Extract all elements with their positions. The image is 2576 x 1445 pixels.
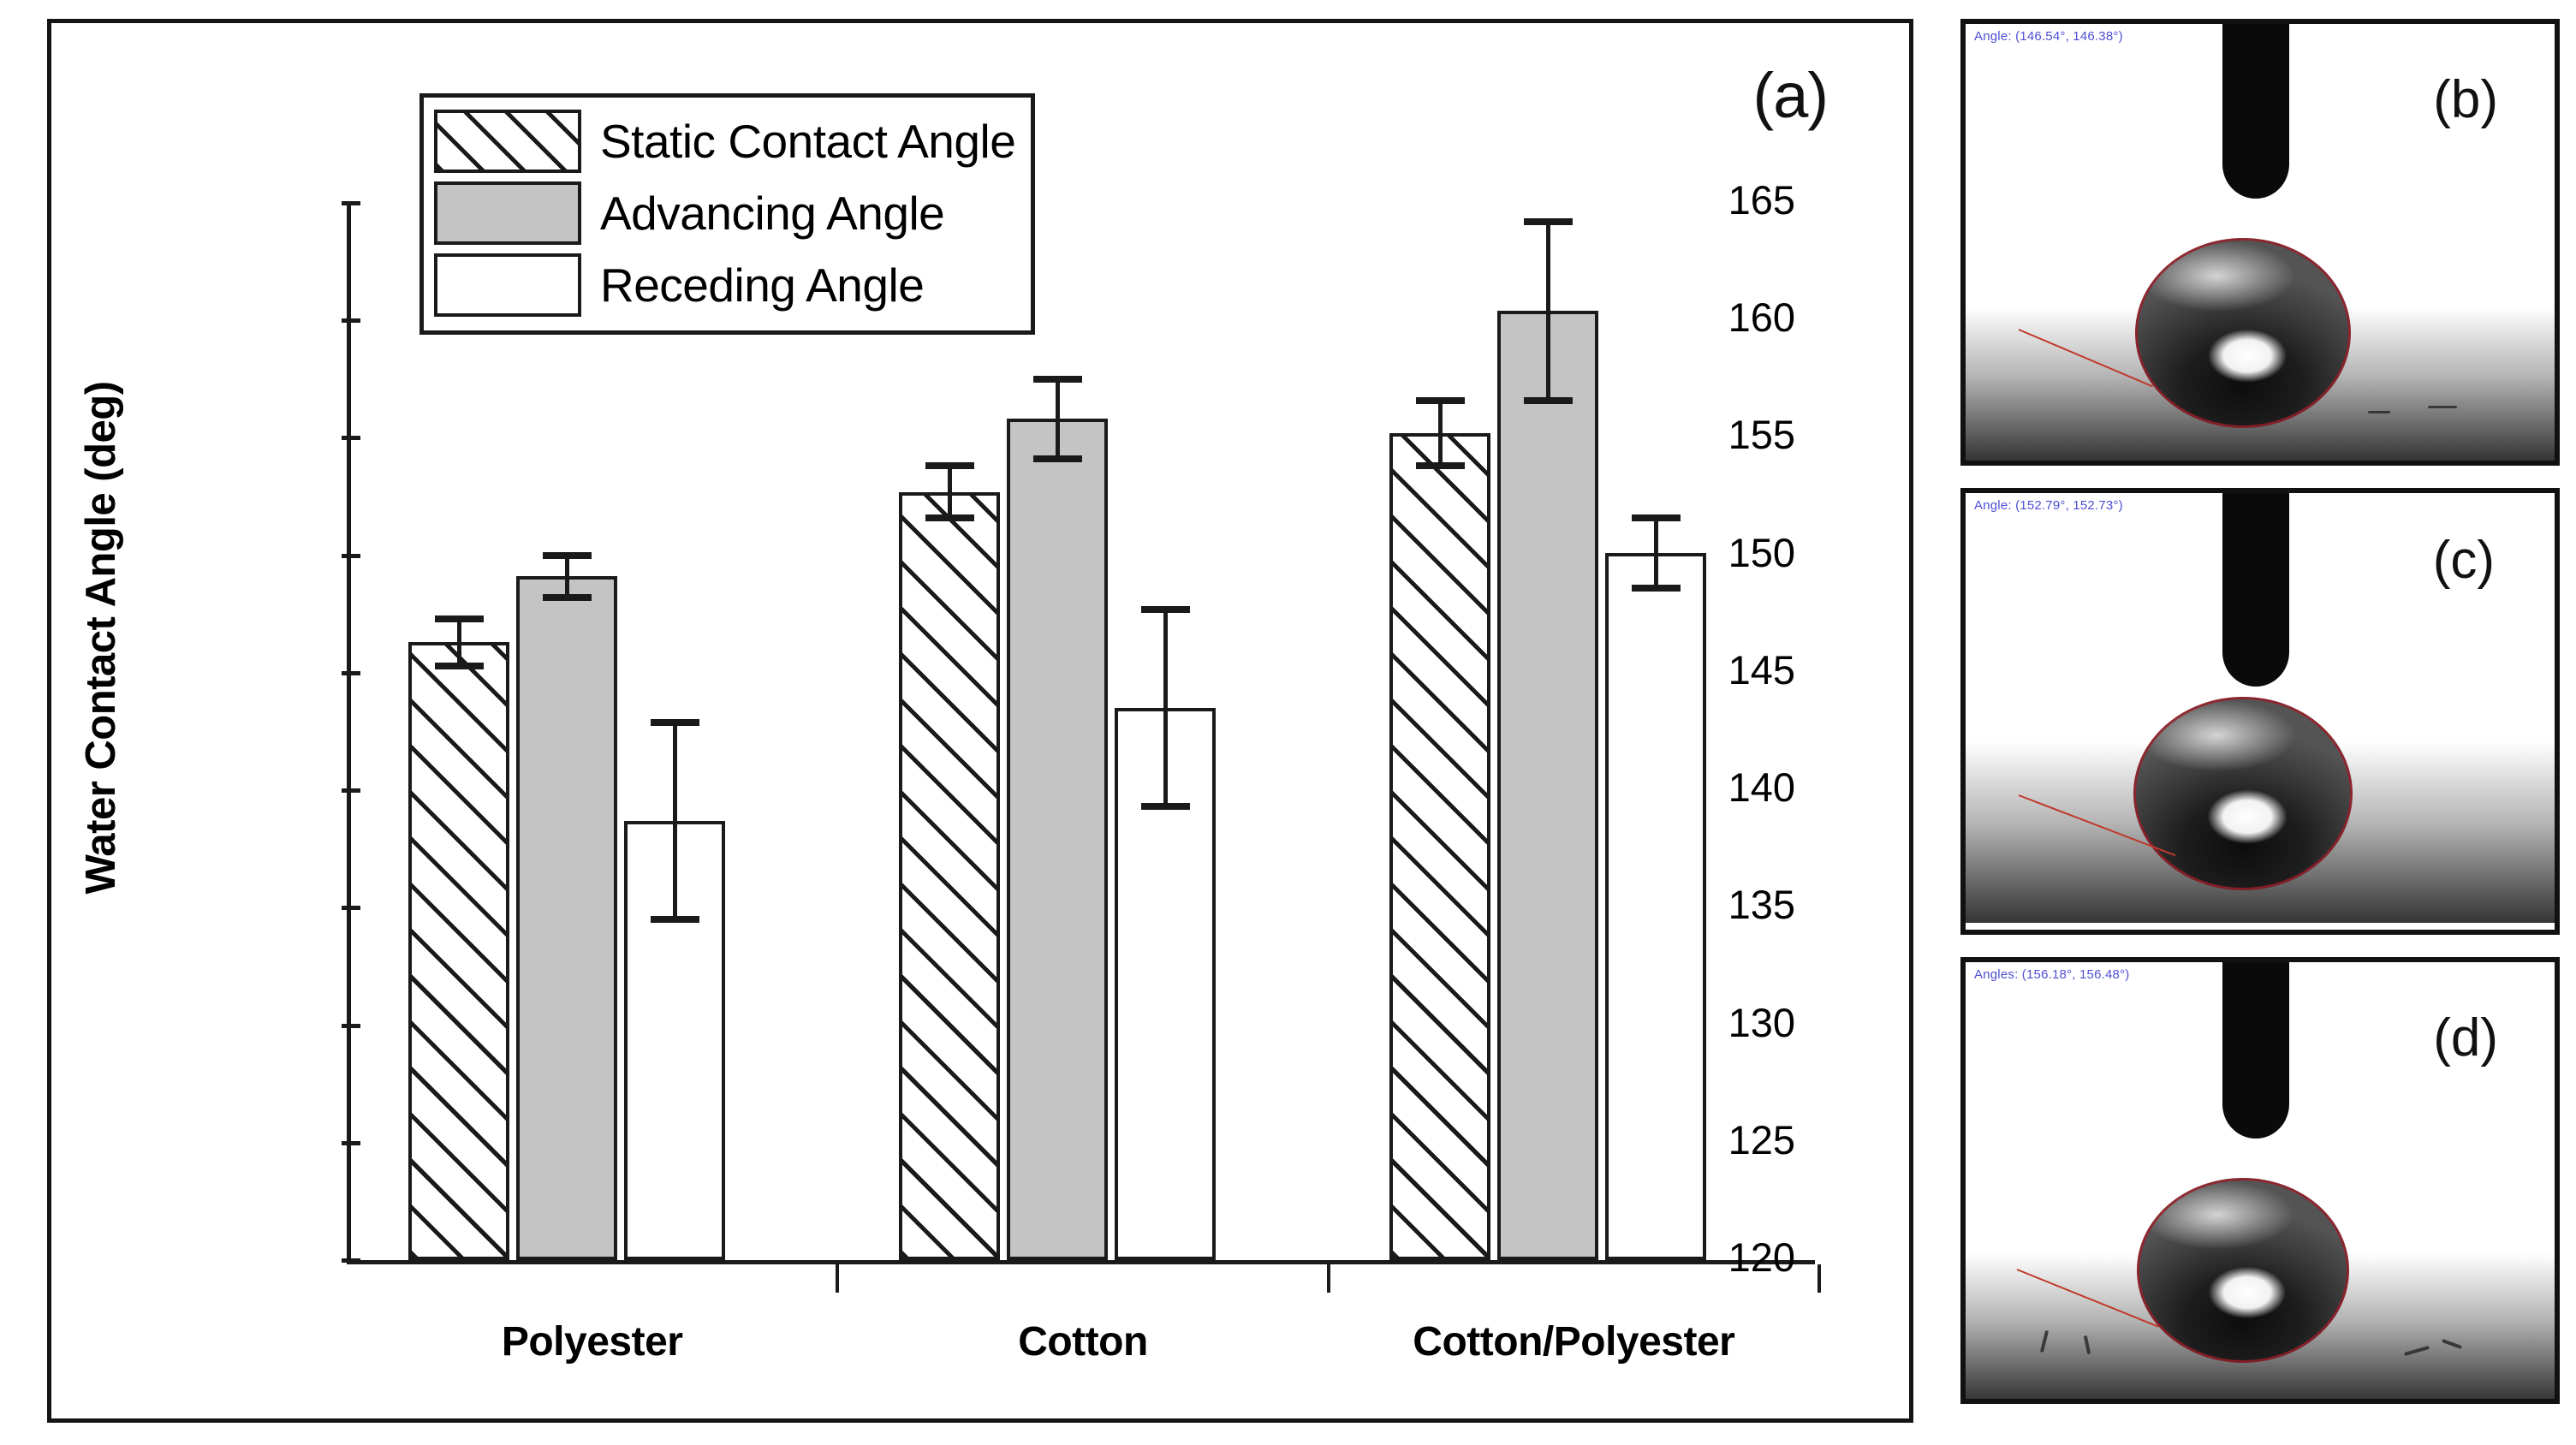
error-bar-cap-upper xyxy=(1033,375,1082,383)
legend-label-receding: Receding Angle xyxy=(600,259,925,312)
y-axis-title: Water Contact Angle (deg) xyxy=(78,381,124,895)
y-axis-line xyxy=(347,203,351,1264)
needle-b xyxy=(2222,24,2289,199)
error-bar-line xyxy=(1438,400,1443,467)
error-bar-line xyxy=(456,618,461,666)
error-bar-cap-lower xyxy=(434,662,484,669)
droplet-d xyxy=(2137,1178,2349,1363)
error-bar-cap-upper xyxy=(1524,217,1574,225)
error-bar-cap-lower xyxy=(1141,803,1190,811)
needle-d xyxy=(2222,962,2289,1139)
error-bar-line xyxy=(672,722,677,920)
y-tick-label: 145 xyxy=(1728,646,1795,693)
error-bar-cap-upper xyxy=(434,615,484,622)
panel-label-c: (c) xyxy=(2432,531,2495,590)
y-tick-label: 130 xyxy=(1728,999,1795,1045)
y-tick xyxy=(342,553,360,558)
y-tick-label: 135 xyxy=(1728,882,1795,928)
legend-item-static: Static Contact Angle xyxy=(434,105,1016,177)
photo-panel-b: Angle: (146.54°, 146.38°) (b) xyxy=(1960,19,2560,466)
error-bar-line xyxy=(1163,609,1168,807)
y-tick-label: 125 xyxy=(1728,1116,1795,1163)
y-tick xyxy=(342,1023,360,1028)
error-bar-line xyxy=(1056,378,1060,460)
x-group-label-2: Cotton/Polyester xyxy=(1413,1319,1735,1365)
bar-gray-1 xyxy=(1007,419,1108,1260)
error-bar-cap-lower xyxy=(542,594,592,602)
y-tick-label: 120 xyxy=(1728,1234,1795,1280)
y-tick xyxy=(342,436,360,441)
x-tick xyxy=(1326,1264,1330,1293)
error-bar-cap-lower xyxy=(1416,462,1466,470)
chart-legend: Static Contact Angle Advancing Angle Rec… xyxy=(419,93,1036,335)
legend-swatch-hatched-icon xyxy=(434,110,581,173)
needle-c xyxy=(2222,493,2289,687)
fiber-b-1 xyxy=(2368,411,2390,413)
error-bar-cap-upper xyxy=(1416,396,1466,404)
fiber-b-2 xyxy=(2428,406,2457,408)
y-tick xyxy=(342,318,360,324)
legend-label-advancing: Advancing Angle xyxy=(600,187,945,240)
droplet-b xyxy=(2135,238,2351,428)
error-bar-cap-upper xyxy=(542,551,592,559)
angle-readout-d: Angles: (156.18°, 156.48°) xyxy=(1974,967,2130,982)
error-bar-cap-upper xyxy=(650,718,699,726)
bar-hatched-1 xyxy=(899,491,1000,1260)
bar-gray-2 xyxy=(1497,311,1599,1260)
y-tick-label: 150 xyxy=(1728,529,1795,575)
bar-white-2 xyxy=(1605,552,1707,1260)
y-tick xyxy=(342,1140,360,1145)
error-bar-cap-lower xyxy=(1632,585,1681,592)
y-tick xyxy=(342,201,360,205)
x-group-label-1: Cotton xyxy=(1018,1319,1148,1365)
y-tick xyxy=(342,906,360,911)
error-bar-cap-upper xyxy=(925,462,974,470)
error-bar-cap-upper xyxy=(1632,514,1681,521)
bar-gray-0 xyxy=(515,576,617,1260)
error-bar-cap-lower xyxy=(650,916,699,924)
error-bar-line xyxy=(564,555,569,598)
y-tick xyxy=(342,788,360,794)
error-bar-cap-lower xyxy=(1524,396,1574,404)
y-tick xyxy=(342,670,360,675)
error-bar-cap-upper xyxy=(1141,605,1190,613)
photo-b-image: Angle: (146.54°, 146.38°) (b) xyxy=(1966,24,2555,461)
photo-panel-c: Angle: (152.79°, 152.73°) (c) xyxy=(1960,488,2560,935)
photo-c-image: Angle: (152.79°, 152.73°) (c) xyxy=(1966,493,2555,930)
x-group-label-0: Polyester xyxy=(501,1319,683,1365)
photo-column: Angle: (146.54°, 146.38°) (b) Angle: (15… xyxy=(1960,19,2560,1423)
y-tick-label: 140 xyxy=(1728,764,1795,811)
x-axis-line xyxy=(347,1260,1815,1264)
error-bar-line xyxy=(1654,517,1659,589)
panel-label-d: (d) xyxy=(2433,1008,2498,1067)
legend-item-receding: Receding Angle xyxy=(434,249,1015,321)
y-tick xyxy=(342,1258,360,1263)
angle-readout-c: Angle: (152.79°, 152.73°) xyxy=(1974,498,2123,513)
panel-label-a: (a) xyxy=(1752,60,1829,131)
error-bar-cap-lower xyxy=(1033,455,1082,463)
panel-label-b: (b) xyxy=(2433,70,2498,129)
legend-label-static: Static Contact Angle xyxy=(600,115,1016,168)
legend-swatch-white-icon xyxy=(434,253,581,317)
legend-item-advancing: Advancing Angle xyxy=(434,177,1015,249)
photo-d-image: Angles: (156.18°, 156.48°) (d) xyxy=(1966,962,2555,1399)
legend-swatch-gray-icon xyxy=(434,181,581,245)
error-bar-line xyxy=(1546,221,1551,401)
droplet-c xyxy=(2133,697,2353,890)
photo-panel-d: Angles: (156.18°, 156.48°) (d) xyxy=(1960,957,2560,1404)
angle-readout-b: Angle: (146.54°, 146.38°) xyxy=(1974,29,2123,44)
error-bar-line xyxy=(948,466,952,518)
y-tick-label: 160 xyxy=(1728,294,1795,341)
x-tick xyxy=(836,1264,840,1293)
bar-hatched-0 xyxy=(408,642,509,1260)
error-bar-cap-lower xyxy=(925,514,974,521)
y-tick-label: 165 xyxy=(1728,177,1795,223)
x-tick xyxy=(1817,1264,1821,1293)
y-tick-label: 155 xyxy=(1728,412,1795,458)
plot-area: 120 125 130 135 140 145 150 155 160 165 Polyester… xyxy=(342,109,1821,1365)
bar-hatched-2 xyxy=(1389,432,1491,1260)
